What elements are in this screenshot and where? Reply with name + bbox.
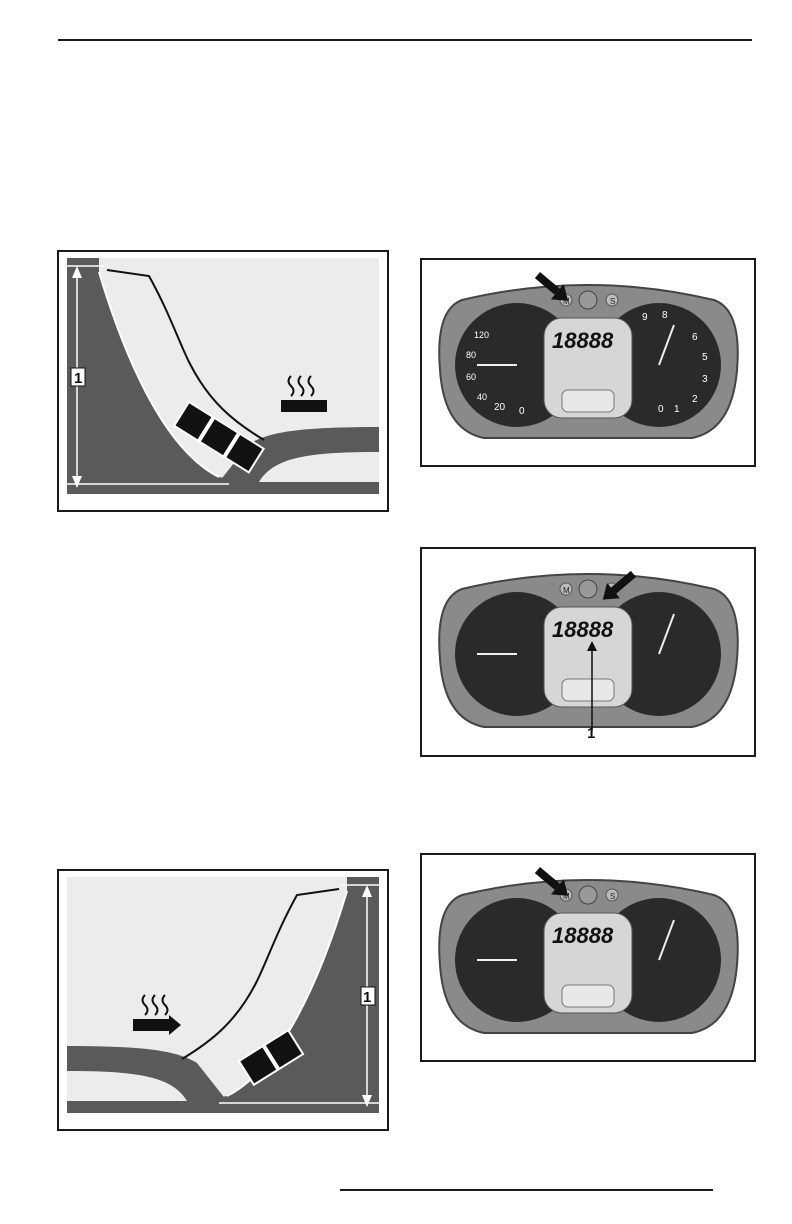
figure-hill-uphill: 1 <box>57 250 389 512</box>
svg-text:3: 3 <box>702 374 708 385</box>
gauge-cluster-illustration: 18888 M S 120 80 60 40 20 0 9 8 6 5 3 2 … <box>422 260 754 465</box>
gauge-cluster-illustration: 18888 M S <box>422 855 754 1060</box>
figure-hill-downhill: 1 <box>57 869 389 1131</box>
svg-text:120: 120 <box>474 330 489 340</box>
svg-text:M: M <box>563 586 570 595</box>
figure-cluster-mode-bottom: 18888 M S <box>420 853 756 1062</box>
svg-text:9: 9 <box>642 312 648 323</box>
callout-label: 1 <box>363 989 371 1006</box>
hill-uphill-illustration <box>59 252 387 510</box>
svg-text:18888: 18888 <box>552 328 614 353</box>
svg-text:2: 2 <box>692 394 698 405</box>
svg-text:0: 0 <box>658 404 664 415</box>
top-rule <box>58 39 752 41</box>
svg-text:6: 6 <box>692 332 698 343</box>
bottom-rule <box>340 1189 713 1191</box>
svg-text:40: 40 <box>477 392 487 402</box>
callout-label: 1 <box>587 725 595 742</box>
svg-text:S: S <box>610 892 615 901</box>
svg-text:80: 80 <box>466 350 476 360</box>
callout-label: 1 <box>74 370 82 387</box>
figure-cluster-mode-top: 18888 M S 120 80 60 40 20 0 9 8 6 5 3 2 … <box>420 258 756 467</box>
svg-text:18888: 18888 <box>552 923 614 948</box>
svg-text:60: 60 <box>466 372 476 382</box>
svg-text:18888: 18888 <box>552 617 614 642</box>
svg-text:8: 8 <box>662 310 668 321</box>
svg-text:S: S <box>610 297 615 306</box>
svg-text:5: 5 <box>702 352 708 363</box>
figure-cluster-set: 18888 M S 1 <box>420 547 756 757</box>
svg-text:20: 20 <box>494 402 506 413</box>
svg-text:1: 1 <box>674 404 680 415</box>
hill-downhill-illustration <box>59 871 387 1129</box>
svg-text:0: 0 <box>519 406 525 417</box>
